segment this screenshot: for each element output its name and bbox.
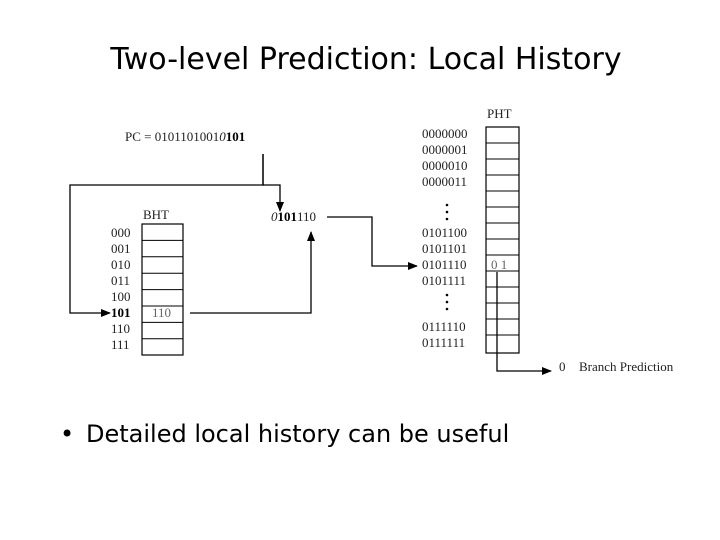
pht-table <box>485 126 520 354</box>
pht-to-prediction-arrow <box>496 272 552 375</box>
bht-index-label: 010 <box>111 257 131 272</box>
pht-index-label: 0111110 <box>422 319 466 334</box>
pht-index-label: 0101110 <box>422 257 467 272</box>
pht-label: PHT <box>487 106 512 121</box>
pc-label: PC = 01011010010101 <box>125 129 245 144</box>
pc-to-index-arrow <box>262 154 284 212</box>
bullet-dot-icon: • <box>60 420 75 448</box>
bht-index-label: 000 <box>111 225 131 240</box>
pht-ellipsis-bottom <box>445 293 449 311</box>
pht-index-label: 0101111 <box>422 273 466 288</box>
pht-index-label: 0111111 <box>422 335 465 350</box>
bht-index-label-selected: 101 <box>111 305 131 320</box>
index-to-pht-arrow <box>327 216 418 270</box>
concatenated-index: 0101110 <box>271 209 316 224</box>
bullet-text: Detailed local history can be useful <box>86 420 510 448</box>
bht-index-label: 100 <box>111 289 131 304</box>
bht-entry-value: 110 <box>152 305 171 320</box>
pht-index-label: 0000010 <box>422 158 468 173</box>
pht-ellipsis-top <box>445 203 449 221</box>
bht-index-label: 111 <box>111 337 130 352</box>
bht-index-label: 011 <box>111 273 130 288</box>
pht-index-label: 0101101 <box>422 241 467 256</box>
pht-index-label: 0000000 <box>422 126 468 141</box>
pht-entry-value: 0 1 <box>491 257 507 272</box>
pht-index-label: 0000001 <box>422 142 468 157</box>
prediction-label: Branch Prediction <box>579 359 674 374</box>
slide-title: Two-level Prediction: Local History <box>110 42 622 77</box>
bht-index-labels: 000 001 010 011 100 101 110 111 <box>111 225 131 352</box>
bht-label: BHT <box>143 207 169 222</box>
prediction-value: 0 <box>559 359 566 374</box>
pht-index-labels: 0000000 0000001 0000010 0000011 0101100 … <box>422 126 468 350</box>
bht-index-label: 001 <box>111 241 131 256</box>
pht-index-label: 0000011 <box>422 174 467 189</box>
pht-index-label: 0101100 <box>422 225 467 240</box>
bht-index-label: 110 <box>111 321 130 336</box>
bullet-item: • Detailed local history can be useful <box>60 420 509 448</box>
bht-to-index-arrow <box>190 231 315 314</box>
bht-table <box>141 223 184 356</box>
